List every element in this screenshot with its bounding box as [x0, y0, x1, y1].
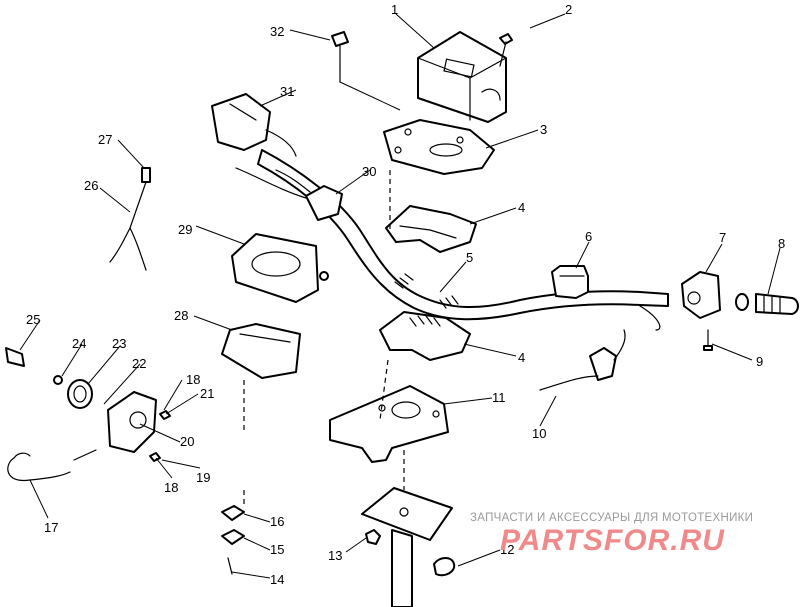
hand-grip	[735, 293, 799, 315]
handlebar	[257, 149, 669, 321]
callout-4b: 4	[518, 350, 525, 365]
screw-9	[703, 329, 713, 351]
handlebar-cover	[417, 31, 507, 123]
watermark-caption: ЗАПЧАСТИ И АКСЕССУАРЫ ДЛЯ МОТОТЕХНИКИ	[470, 512, 754, 524]
upper-clamp	[385, 205, 477, 253]
small-hardware	[221, 505, 245, 575]
brake-lever-bracket	[235, 167, 343, 221]
nut-13	[365, 529, 381, 545]
callout-2: 2	[565, 2, 572, 17]
steering-column	[361, 487, 453, 607]
throttle-housing	[639, 271, 721, 331]
callout-1: 1	[391, 2, 398, 17]
switch-block	[551, 265, 589, 299]
callout-15: 15	[270, 542, 284, 557]
wire-harness	[539, 329, 626, 391]
mounting-bracket	[329, 385, 449, 463]
meter-gasket	[221, 323, 301, 379]
callout-5: 5	[466, 250, 473, 265]
callout-23: 23	[112, 336, 126, 351]
callout-25: 25	[26, 312, 40, 327]
leader-lines	[19, 13, 781, 579]
callout-11: 11	[492, 390, 506, 405]
callout-24: 24	[72, 336, 86, 351]
callout-14: 14	[270, 572, 284, 587]
callout-13: 13	[328, 548, 342, 563]
wire-clamp	[433, 557, 456, 577]
callout-17: 17	[44, 520, 58, 535]
callout-18b: 18	[164, 480, 178, 495]
callout-21: 21	[200, 386, 214, 401]
switch-lead	[109, 167, 151, 271]
screw-2	[499, 33, 513, 67]
callout-19: 19	[196, 470, 210, 485]
callout-28: 28	[174, 308, 188, 323]
callout-16: 16	[270, 514, 284, 529]
mounting-plate	[383, 119, 495, 175]
speedometer	[231, 233, 329, 303]
callout-9: 9	[756, 354, 763, 369]
callout-31: 31	[280, 84, 294, 99]
callout-12: 12	[500, 542, 514, 557]
callout-26: 26	[84, 178, 98, 193]
speedo-cable	[7, 452, 71, 482]
assembly-lines	[243, 81, 405, 507]
callouts: 1 2 3 4 5 6 7 8 9 10 11 12 13 14 15 16 1…	[26, 2, 785, 587]
callout-4: 4	[518, 200, 525, 215]
grip-end	[5, 347, 25, 367]
callout-22: 22	[132, 356, 146, 371]
callout-29: 29	[178, 222, 192, 237]
master-cylinder	[211, 93, 297, 157]
callout-30: 30	[362, 164, 376, 179]
callout-20: 20	[180, 434, 194, 449]
callout-6: 6	[585, 229, 592, 244]
callout-27: 27	[98, 132, 112, 147]
callout-32: 32	[270, 24, 284, 39]
lower-clamp	[379, 311, 471, 361]
screw-32	[331, 31, 349, 83]
watermark-logo[interactable]: PARTSFOR.RU	[500, 524, 725, 557]
callout-8: 8	[778, 236, 785, 251]
callout-10: 10	[532, 426, 546, 441]
callout-3: 3	[540, 122, 547, 137]
speedometer-drive	[53, 375, 171, 462]
callout-18: 18	[186, 372, 200, 387]
callout-7: 7	[719, 230, 726, 245]
